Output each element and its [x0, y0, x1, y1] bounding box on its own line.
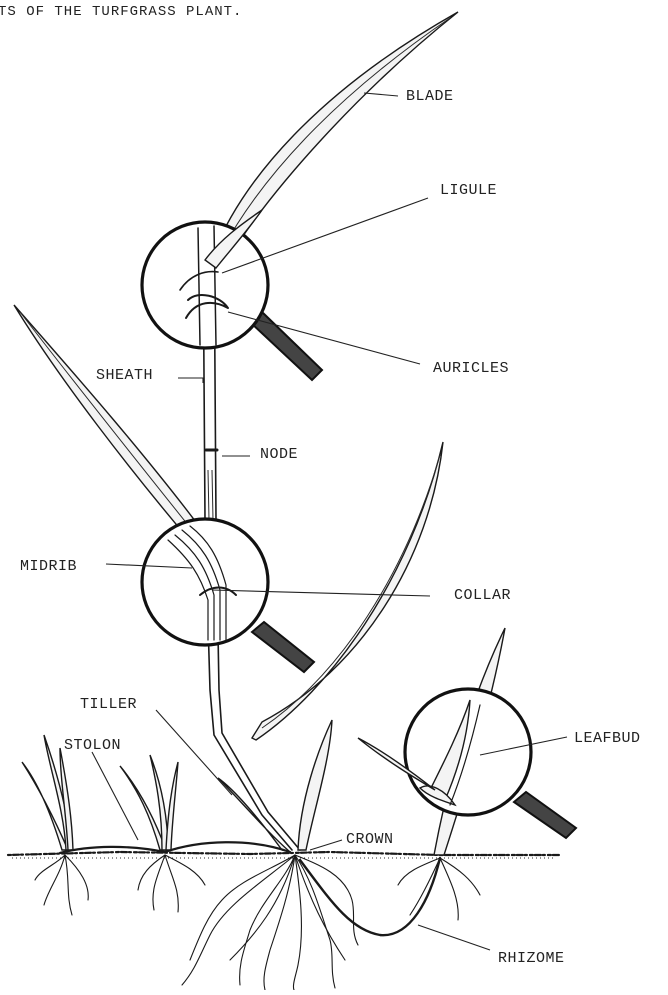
label-tiller: TILLER: [80, 696, 137, 713]
label-sheath: SHEATH: [96, 367, 153, 384]
magnifier-ligule: [142, 210, 322, 380]
ground-line: [8, 852, 560, 858]
label-leafbud: LEAFBUD: [574, 730, 641, 747]
label-rhizome: RHIZOME: [498, 950, 565, 967]
magnifier-collar: [142, 519, 314, 672]
label-collar: COLLAR: [454, 587, 511, 604]
tiller-leaves: [298, 720, 332, 850]
label-node: NODE: [260, 446, 298, 463]
label-crown: CROWN: [346, 831, 394, 848]
label-stolon: STOLON: [64, 737, 121, 754]
label-blade: BLADE: [406, 88, 454, 105]
figure-title: TS OF THE TURFGRASS PLANT.: [0, 4, 242, 20]
right-blade: [252, 442, 443, 740]
label-ligule: LIGULE: [440, 182, 497, 199]
roots: [35, 855, 480, 990]
label-midrib: MIDRIB: [20, 558, 77, 575]
magnifier-leafbud: [405, 689, 576, 838]
label-auricles: AURICLES: [433, 360, 509, 377]
